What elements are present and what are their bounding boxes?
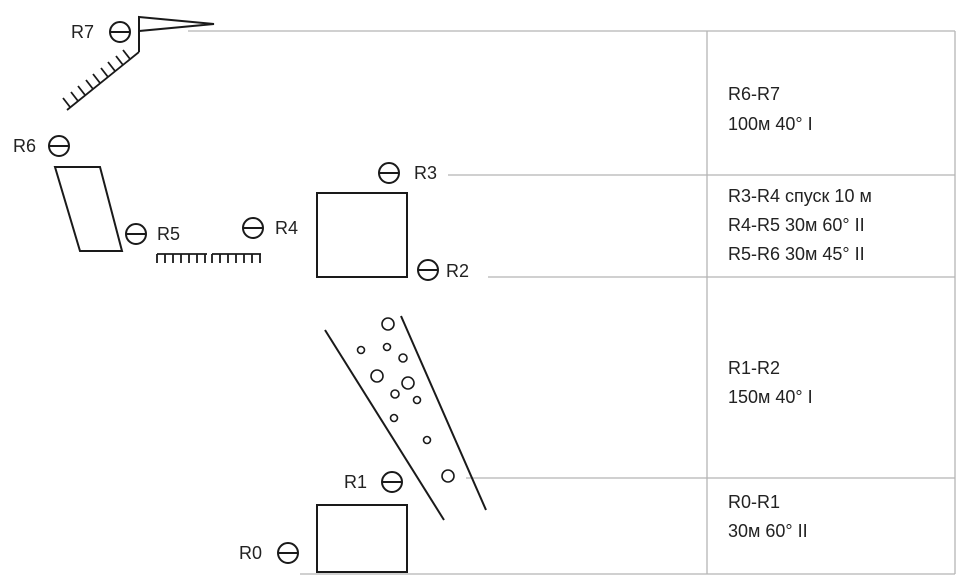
station-label-r7: R7	[71, 22, 94, 42]
anchor-r1	[381, 471, 403, 493]
station-label-r0: R0	[239, 543, 262, 563]
station-label-r3: R3	[414, 163, 437, 183]
station-label-r6: R6	[13, 136, 36, 156]
scree-stone	[441, 469, 455, 483]
station-label-r1: R1	[344, 472, 367, 492]
section-r1-r2-title: R1-R2	[728, 358, 780, 378]
anchor-r6	[48, 135, 70, 157]
scree-stone	[389, 413, 399, 423]
scree-stone	[412, 395, 422, 405]
section-r3-r4-text: R3-R4 спуск 10 м	[728, 186, 872, 206]
anchor-r7	[109, 21, 131, 43]
station-label-r4: R4	[275, 218, 298, 238]
section-r0-r1-detail: 30м 60° II	[728, 521, 808, 541]
scree-stone	[390, 389, 400, 399]
anchor-r5	[125, 223, 147, 245]
rock-slab-left	[53, 166, 124, 252]
ridge-right	[211, 253, 261, 263]
section-r6-r7-detail: 100м 40° I	[728, 114, 813, 134]
section-r6-r7-title: R6-R7	[728, 84, 780, 104]
station-label-r2: R2	[446, 261, 469, 281]
rock-block-upper	[316, 192, 408, 278]
scree-stone	[401, 376, 415, 390]
anchor-r4	[242, 217, 264, 239]
traverse-ridge	[156, 253, 261, 263]
gully-right-edge	[400, 315, 487, 511]
section-r5-r6-text: R5-R6 30м 45° II	[728, 244, 865, 264]
anchor-r2	[417, 259, 439, 281]
station-label-r5: R5	[157, 224, 180, 244]
diagonal-ridge	[62, 49, 140, 111]
scree-stone	[381, 317, 395, 331]
section-r0-r1-title: R0-R1	[728, 492, 780, 512]
rock-block-lower	[316, 504, 408, 573]
flag-pennant	[138, 15, 215, 33]
section-table	[188, 30, 956, 575]
anchor-r0	[277, 542, 299, 564]
anchor-r3	[378, 162, 400, 184]
section-r4-r5-text: R4-R5 30м 60° II	[728, 215, 865, 235]
ridge-diagonal-ticks	[62, 49, 131, 108]
section-r1-r2-detail: 150м 40° I	[728, 387, 813, 407]
scree-stone	[398, 353, 408, 363]
gully-left-edge	[324, 329, 445, 521]
scree-stone	[356, 345, 366, 355]
scree-stone	[422, 435, 432, 445]
ridge-diagonal-line	[66, 51, 140, 111]
summit-flag	[138, 15, 215, 52]
scree-stone	[370, 369, 384, 383]
scree-stone	[382, 342, 392, 352]
ridge-left	[156, 253, 207, 263]
scree-gully	[324, 315, 487, 521]
